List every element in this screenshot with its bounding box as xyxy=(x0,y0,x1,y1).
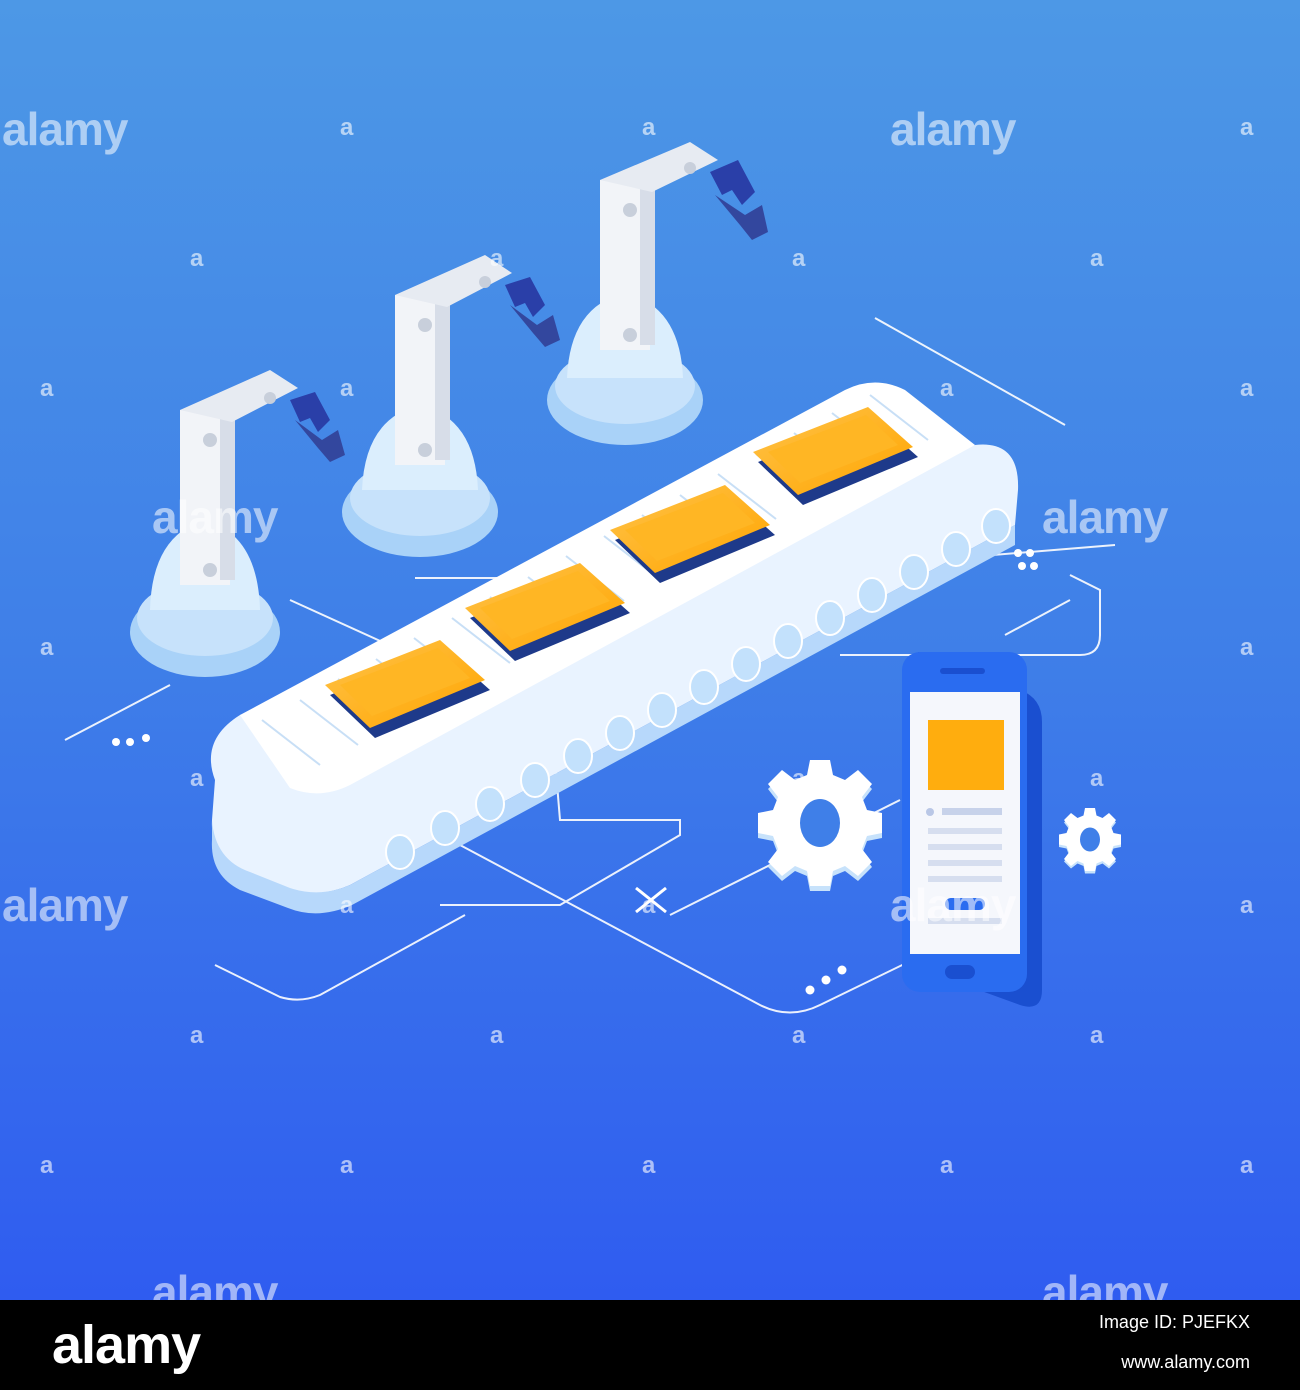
watermark-letter: a xyxy=(1090,765,1104,792)
watermark-letter: a xyxy=(1090,245,1104,272)
microchip-icon xyxy=(610,485,775,583)
site-url: www.alamy.com xyxy=(1121,1352,1250,1372)
microchip-icon xyxy=(465,563,630,661)
microchip-icon xyxy=(325,640,490,738)
watermark-letter: a xyxy=(190,1022,204,1049)
watermark-letter: a xyxy=(490,1022,504,1049)
watermark-letter: a xyxy=(642,114,656,141)
watermark-letter: a xyxy=(490,245,504,272)
watermark-letter: a xyxy=(940,1152,954,1179)
image-id-label: Image ID: PJEFKX xyxy=(1098,1312,1250,1332)
watermark-letter: a xyxy=(940,375,954,402)
watermark-letter: a xyxy=(792,765,806,792)
watermark: alamy xyxy=(890,103,1016,155)
watermark-letter: a xyxy=(792,1022,806,1049)
factory-automation-illustration xyxy=(64,142,1121,1014)
watermark-letter: a xyxy=(340,114,354,141)
watermark: alamy xyxy=(152,1266,278,1300)
watermark-letter: a xyxy=(642,892,656,919)
watermark: alamy xyxy=(2,879,128,931)
smartphone-icon xyxy=(902,652,1042,1007)
gear-icon xyxy=(1059,808,1121,874)
watermark: alamy xyxy=(2,103,128,155)
watermark-letter: a xyxy=(340,892,354,919)
watermark-letter: a xyxy=(40,375,54,402)
watermark: alamy xyxy=(1042,1266,1168,1300)
close-cross-icon xyxy=(635,886,667,914)
brand-logo: alamy xyxy=(52,1315,201,1375)
robot-arm-icon xyxy=(130,370,345,677)
watermark-letter: a xyxy=(190,765,204,792)
decor-dots xyxy=(112,549,1038,995)
watermark: alamy xyxy=(152,491,278,543)
watermark-letter: a xyxy=(340,1152,354,1179)
illustration-canvas: alamy alamy alamy alamy alamy alamy alam… xyxy=(0,0,1300,1300)
robot-arm-icon xyxy=(342,255,560,557)
watermark-letter: a xyxy=(340,375,354,402)
stock-footer-bar: alamy Image ID: PJEFKX www.alamy.com xyxy=(0,1300,1300,1390)
watermark-letter: a xyxy=(1240,634,1254,661)
watermark-letter: a xyxy=(190,245,204,272)
watermark-letter: a xyxy=(40,1152,54,1179)
watermark: alamy xyxy=(890,879,1016,931)
robot-arm-icon xyxy=(547,142,768,445)
watermark-letter: a xyxy=(40,634,54,661)
watermark-letter: a xyxy=(642,1152,656,1179)
microchip-icon xyxy=(753,407,918,505)
watermark-letter: a xyxy=(1240,892,1254,919)
watermark: alamy xyxy=(1042,491,1168,543)
gear-icon xyxy=(758,760,882,891)
watermark-letter: a xyxy=(792,245,806,272)
connector-lines xyxy=(64,317,1116,1014)
watermark-letter: a xyxy=(1240,375,1254,402)
watermark-letter: a xyxy=(1240,114,1254,141)
watermark-letter: a xyxy=(1090,1022,1104,1049)
watermark-letter: a xyxy=(1240,1152,1254,1179)
